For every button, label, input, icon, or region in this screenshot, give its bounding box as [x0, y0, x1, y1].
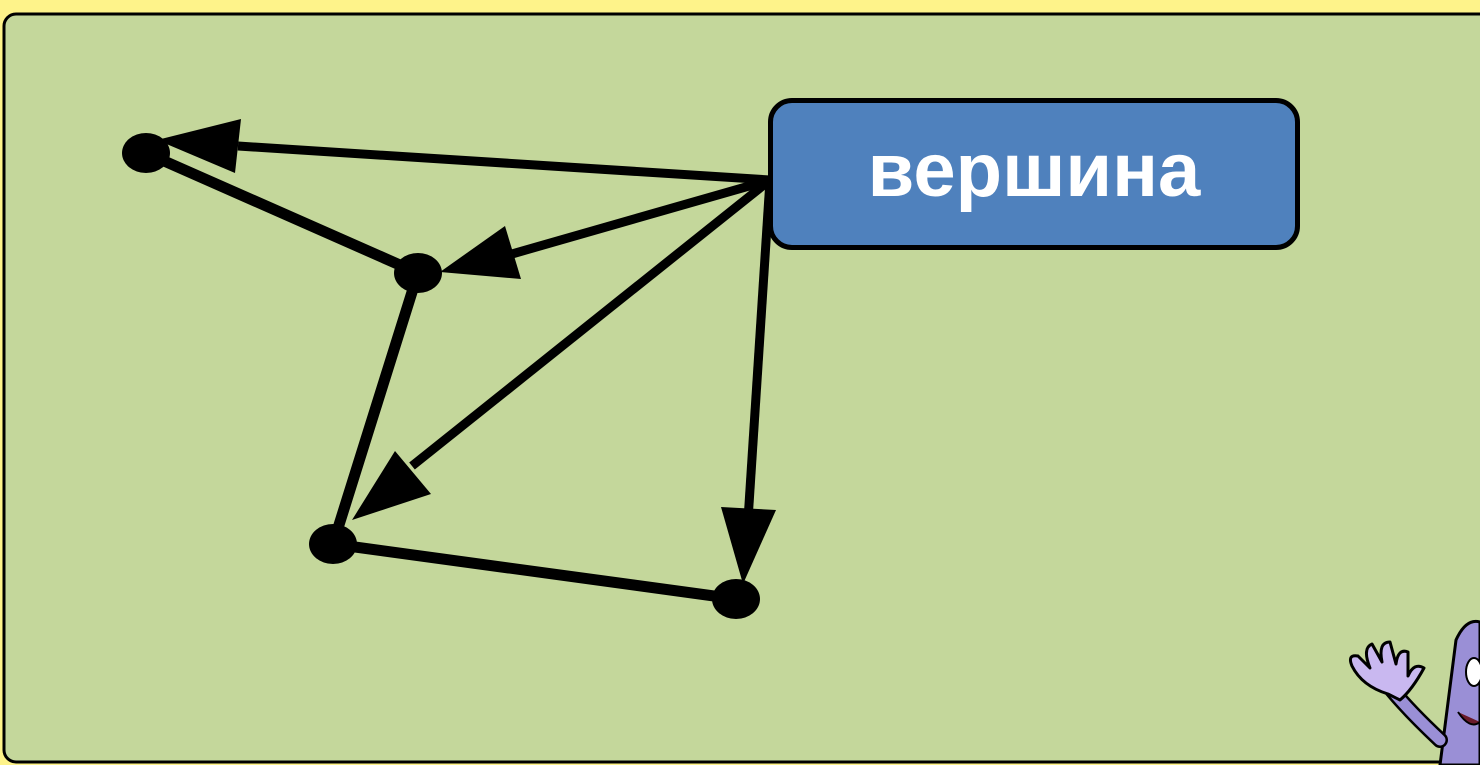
graph-node [309, 524, 357, 564]
pointer-arrow-to-node-3 [352, 176, 773, 520]
vertex-label-text: вершина [867, 128, 1201, 213]
graph-nodes [122, 133, 760, 619]
graph-node [394, 253, 442, 293]
graph-node [712, 579, 760, 619]
graph-node [122, 133, 170, 173]
pointer-arrow-to-node-1 [157, 119, 771, 185]
edge-1-2 [140, 147, 424, 279]
pointer-arrow-to-node-2 [440, 175, 772, 279]
waving-cartoon-character-icon [1349, 619, 1480, 765]
vertex-label-box: вершина [768, 98, 1300, 250]
edge-3-4 [327, 538, 742, 605]
graph-edges [140, 147, 742, 605]
pointer-arrows [157, 119, 776, 584]
pointer-arrow-to-node-4 [721, 179, 776, 584]
edge-2-3 [327, 267, 424, 550]
